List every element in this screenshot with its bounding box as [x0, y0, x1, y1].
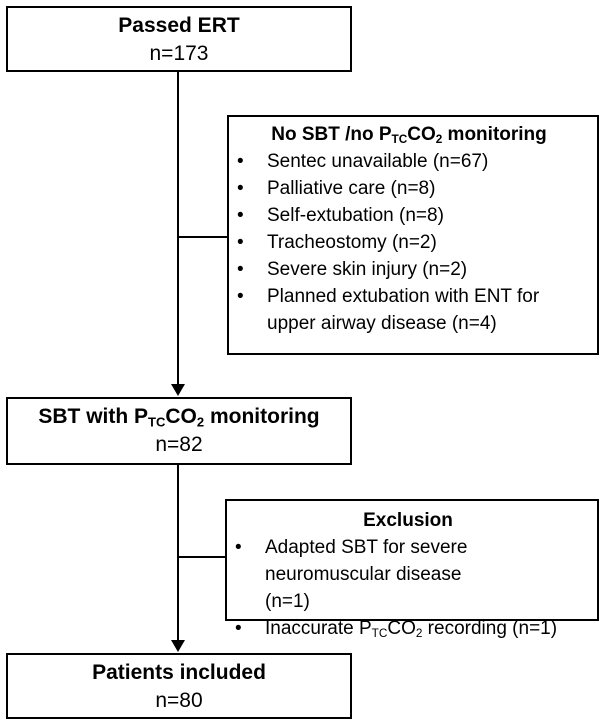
- list-item: Sentec unavailable (n=67): [229, 148, 589, 175]
- list-item: Inaccurate PTCCO2 recording (n=1): [227, 615, 589, 642]
- passed-ert-title: Passed ERT: [118, 14, 240, 37]
- list-item: Planned extubation with ENT for upper ai…: [229, 283, 589, 337]
- arrowhead-2: [171, 640, 185, 652]
- exclusion-box: Exclusion Adapted SBT for severe neuromu…: [225, 499, 599, 642]
- patients-included-title: Patients included: [92, 661, 266, 684]
- list-item: Adapted SBT for severe neuromuscular dis…: [227, 534, 589, 615]
- no-sbt-title: No SBT /no PTCCO2 monitoring: [271, 124, 547, 146]
- sbt-box: SBT with PTCCO2 monitoring n=82: [6, 397, 352, 465]
- exclusion-title: Exclusion: [363, 510, 453, 531]
- connector-line-1: [177, 72, 179, 386]
- list-item: Severe skin injury (n=2): [229, 256, 589, 283]
- branch-line-2: [178, 556, 226, 558]
- no-sbt-box: No SBT /no PTCCO2 monitoring Sentec unav…: [227, 115, 599, 355]
- exclusion-list: Adapted SBT for severe neuromuscular dis…: [227, 534, 589, 642]
- list-item: Tracheostomy (n=2): [229, 229, 589, 256]
- patients-included-count: n=80: [155, 689, 203, 712]
- arrowhead-1: [171, 384, 185, 396]
- list-item: Self-extubation (n=8): [229, 202, 589, 229]
- passed-ert-count: n=173: [149, 42, 209, 65]
- no-sbt-list: Sentec unavailable (n=67) Palliative car…: [229, 148, 589, 337]
- list-item: Palliative care (n=8): [229, 175, 589, 202]
- connector-line-2: [177, 465, 179, 641]
- branch-line-1: [178, 236, 228, 238]
- sbt-count: n=82: [155, 433, 203, 456]
- sbt-title: SBT with PTCCO2 monitoring: [38, 405, 320, 430]
- patients-included-box: Patients included n=80: [6, 653, 352, 719]
- passed-ert-box: Passed ERT n=173: [6, 6, 352, 72]
